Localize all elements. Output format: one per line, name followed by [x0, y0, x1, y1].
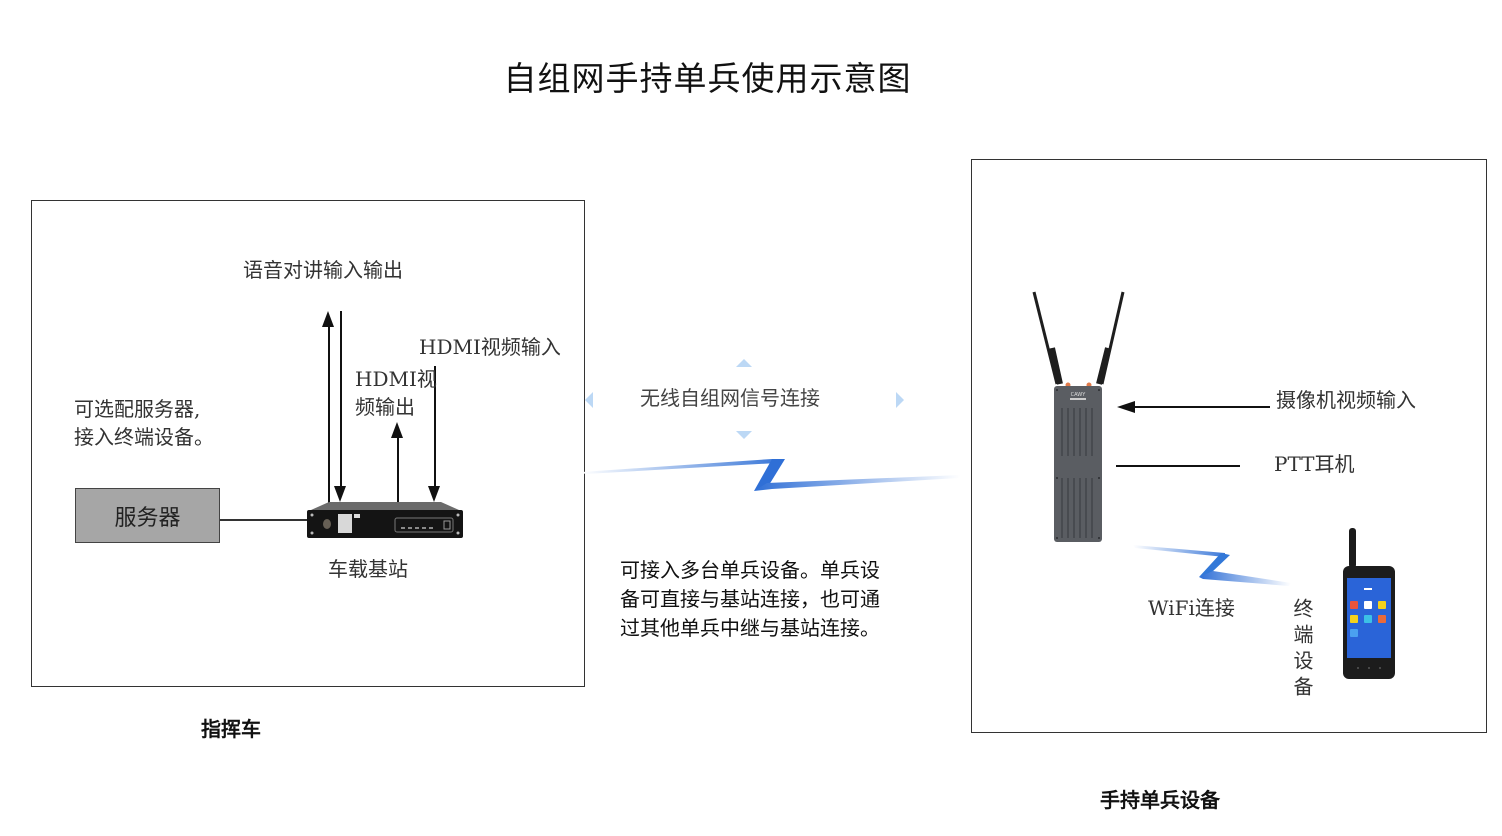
hdmi-in-line — [434, 366, 436, 490]
voice-intercom-label: 语音对讲输入输出 — [243, 258, 403, 282]
description-line3: 过其他单兵中继与基站连接。 — [620, 616, 880, 640]
diagram-title: 自组网手持单兵使用示意图 — [503, 59, 912, 98]
server-connection-line — [220, 519, 310, 521]
handheld-device-panel — [971, 159, 1487, 733]
manpack-radio-device: CAWY — [1032, 291, 1125, 542]
triangle-right-icon — [896, 392, 904, 408]
server-box: 服务器 — [75, 488, 220, 543]
server-label: 服务器 — [114, 505, 181, 531]
triangle-left-icon — [585, 392, 593, 408]
handheld-device-caption: 手持单兵设备 — [1100, 788, 1220, 812]
triangle-down-icon — [736, 431, 752, 439]
rack-unit-icon — [307, 502, 463, 538]
arrow-up-icon — [322, 311, 334, 327]
camera-input-line — [1134, 406, 1270, 408]
vehicle-base-station-device — [307, 502, 463, 538]
server-note-line2: 接入终端设备。 — [74, 425, 214, 449]
arrow-down-icon — [428, 486, 440, 502]
ptt-line — [1116, 465, 1240, 467]
svg-text:CAWY: CAWY — [1071, 392, 1087, 398]
command-vehicle-caption: 指挥车 — [201, 717, 261, 741]
hdmi-out-line — [397, 436, 399, 503]
description-line2: 备可直接与基站连接，也可通 — [620, 587, 880, 611]
wifi-connection-label: WiFi连接 — [1148, 596, 1235, 620]
hdmi-input-label: HDMI视频输入 — [419, 335, 561, 359]
wifi-signal-icon — [1133, 545, 1291, 586]
ptt-headset-label: PTT耳机 — [1274, 452, 1355, 476]
hdmi-output-label-line2: 频输出 — [355, 395, 415, 419]
description-line1: 可接入多台单兵设备。单兵设 — [620, 558, 880, 582]
voice-in-line — [340, 311, 342, 489]
arrow-up-icon — [391, 422, 403, 438]
server-note-line1: 可选配服务器, — [74, 397, 201, 421]
hdmi-output-label-line1: HDMI视 — [355, 367, 437, 391]
command-vehicle-panel — [31, 200, 585, 687]
arrow-down-icon — [334, 486, 346, 502]
arrow-left-icon — [1117, 401, 1135, 413]
wireless-signal-icon — [582, 459, 960, 491]
voice-out-line — [328, 325, 330, 503]
triangle-up-icon — [736, 359, 752, 367]
camera-input-label: 摄像机视频输入 — [1276, 388, 1416, 412]
terminal-device-label: 终端设备 — [1290, 598, 1314, 702]
wireless-connection-label: 无线自组网信号连接 — [640, 386, 820, 410]
terminal-phone-device — [1343, 528, 1395, 679]
base-station-label: 车载基站 — [328, 557, 408, 581]
